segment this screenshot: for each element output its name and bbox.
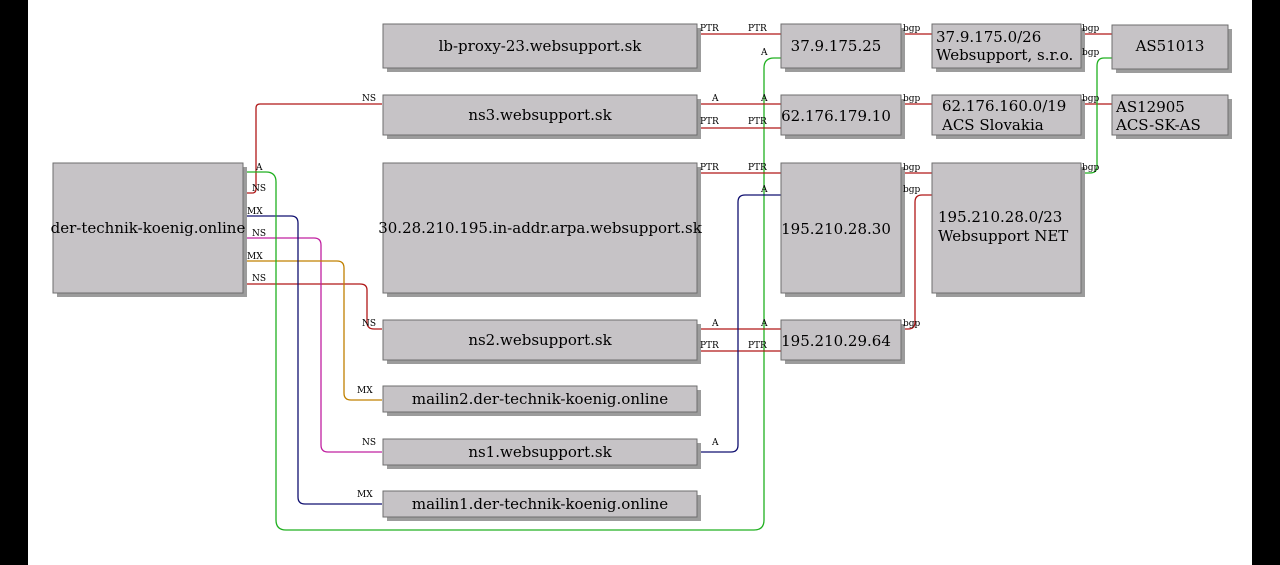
node-net2-line2: ACS Slovakia [941, 116, 1044, 134]
node-domain-label: der-technik-koenig.online [51, 219, 246, 237]
dns-graph-canvas: der-technik-koenig.online lb-proxy-23.we… [28, 0, 1252, 565]
node-as51013[interactable] [1111, 24, 1229, 70]
node-ns2[interactable] [382, 319, 698, 361]
node-mailin2[interactable] [382, 385, 698, 413]
node-arpa[interactable] [382, 162, 698, 294]
label-domain-ns2: NS [252, 274, 266, 284]
node-net3-line1: 195.210.28.0/23 [938, 208, 1062, 226]
label-ip3-in-a: A [760, 185, 768, 195]
node-ns3[interactable] [382, 94, 698, 136]
label-ip2-bgp: bgp [903, 94, 921, 104]
node-net-37-9-175-0[interactable] [931, 23, 1082, 69]
label-ip1-in-a: A [760, 48, 768, 58]
node-ip-195-210-29-64-label: 195.210.29.64 [781, 332, 891, 350]
edge-ns1-ip3 [698, 194, 781, 453]
label-ns2-out-a: A [711, 319, 719, 329]
node-ip-62-176-179-10[interactable] [780, 94, 902, 136]
node-net1-line2: Websupport, s.r.o. [936, 46, 1073, 64]
label-ns1-out: A [711, 438, 719, 448]
node-lb-proxy-label: lb-proxy-23.websupport.sk [439, 37, 643, 55]
label-ip2-in-ptr: PTR [748, 117, 767, 127]
label-ns2-out-ptr: PTR [700, 341, 719, 351]
node-net-195-210-28-0[interactable] [931, 162, 1082, 294]
label-domain-ns3: NS [252, 184, 266, 194]
label-domain-ns1: NS [252, 229, 266, 239]
edge-domain-ip1 [242, 57, 781, 531]
label-ns1-in: NS [362, 438, 376, 448]
label-mailin2-in: MX [357, 386, 373, 396]
node-ns3-label: ns3.websupport.sk [468, 106, 612, 124]
label-ip3-bgp: bgp [903, 163, 921, 173]
node-net1-line1: 37.9.175.0/26 [936, 28, 1041, 46]
node-ns2-label: ns2.websupport.sk [468, 331, 612, 349]
node-mailin2-label: mailin2.der-technik-koenig.online [412, 390, 668, 408]
node-net-62-176-160-0[interactable] [931, 94, 1082, 136]
node-net3-line2: Websupport NET [938, 227, 1068, 245]
node-ip-195-210-28-30[interactable] [780, 162, 902, 294]
label-domain-mx2: MX [247, 252, 263, 262]
node-arpa-label: 30.28.210.195.in-addr.arpa.websupport.sk [378, 219, 702, 237]
node-mailin1[interactable] [382, 490, 698, 518]
label-domain-mx1: MX [247, 207, 263, 217]
label-net1-bgp: bgp [1082, 24, 1100, 34]
label-mailin1-in: MX [357, 490, 373, 500]
node-domain[interactable] [52, 162, 244, 294]
label-arpa-out: PTR [700, 163, 719, 173]
label-ns2-in: NS [362, 319, 376, 329]
edge-domain-ns2 [242, 283, 382, 330]
label-ns3-out-ptr: PTR [700, 117, 719, 127]
edge-domain-ns3 [242, 103, 382, 194]
label-net3-in-bgp: bgp [903, 185, 921, 195]
edge-domain-mailin1 [242, 215, 382, 505]
edge-domain-ns1 [242, 237, 382, 453]
node-as2-line2: ACS-SK-AS [1115, 116, 1201, 134]
label-ns3-in: NS [362, 94, 376, 104]
label-ip1-bgp: bgp [903, 24, 921, 34]
node-ip-37-9-175-25[interactable] [780, 23, 902, 69]
label-ns3-out-a: A [711, 94, 719, 104]
node-lb-proxy[interactable] [382, 23, 698, 69]
node-mailin1-label: mailin1.der-technik-koenig.online [412, 495, 668, 513]
label-ip3-in-ptr: PTR [748, 163, 767, 173]
node-ip-37-9-175-25-label: 37.9.175.25 [791, 37, 882, 55]
edge-net3-as1 [1081, 57, 1112, 174]
node-ip-195-210-28-30-label: 195.210.28.30 [781, 220, 891, 238]
label-net2-bgp: bgp [1082, 94, 1100, 104]
label-ip2-in-a: A [760, 94, 768, 104]
node-ip-195-210-29-64[interactable] [780, 319, 902, 361]
node-ns1-label: ns1.websupport.sk [468, 443, 612, 461]
node-net2-line1: 62.176.160.0/19 [942, 97, 1066, 115]
label-ip4-in-a: A [760, 319, 768, 329]
label-ip4-bgp: bgp [903, 319, 921, 329]
label-domain-a: A [255, 163, 263, 173]
node-as1-label: AS51013 [1135, 37, 1205, 55]
label-ip4-in-ptr: PTR [748, 341, 767, 351]
dns-graph: der-technik-koenig.online lb-proxy-23.we… [51, 23, 1232, 531]
label-ip1-in-ptr: PTR [748, 24, 767, 34]
label-net3-bgp: bgp [1082, 163, 1100, 173]
node-as2-line1: AS12905 [1115, 98, 1185, 116]
edge-domain-mailin2 [242, 260, 382, 401]
label-lbproxy-out: PTR [700, 24, 719, 34]
label-as1-in-bgp: bgp [1082, 48, 1100, 58]
edge-ip4-net3 [901, 194, 932, 330]
node-ip-62-176-179-10-label: 62.176.179.10 [781, 107, 891, 125]
node-ns1[interactable] [382, 438, 698, 466]
node-as12905[interactable] [1111, 94, 1229, 136]
